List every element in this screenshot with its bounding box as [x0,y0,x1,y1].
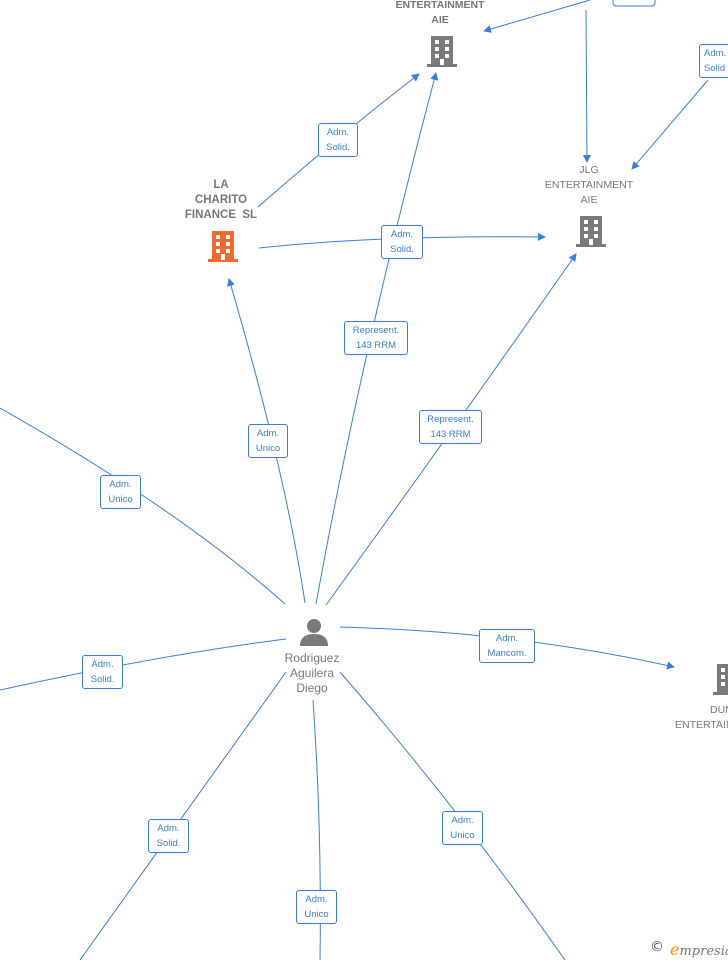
edge-label: Represent.143 RRM [419,410,482,444]
edge-label: Adm.Unico [442,811,483,845]
edge-label: Adm.Solid. [148,819,189,853]
edge-label: Adm.Solid. [82,655,123,689]
building-icon [427,36,457,67]
building-icon [713,664,728,695]
edge-label: Adm.Solid [699,44,728,78]
edge-person-left [0,638,287,691]
edge-label: Adm.Unico [296,890,337,924]
edge-person-left-top [0,407,286,605]
edge-label-partial [612,0,656,7]
company-label-entertainment-top[interactable]: ENTERTAINMENT AIE [395,0,485,26]
person-icon [300,619,328,646]
company-label-jlg[interactable]: JLG ENTERTAINMENT AIE [544,164,634,206]
edge-topright-to-entertainment [483,0,591,33]
edge-topright-to-jlg [631,79,709,170]
edge-label: Adm.Mancom. [479,629,535,663]
company-label-la-charito[interactable]: LA CHARITO FINANCE SL [184,179,258,221]
person-label[interactable]: Rodriguez Aguilera Diego [284,651,340,695]
building-icon [576,216,606,247]
edge-topright-down-jlg [582,9,591,163]
copyright-icon: © [650,939,664,955]
edge-person-bottom-left [79,671,287,960]
building-icon-highlighted [208,231,238,262]
edge-label: Adm.Unico [248,424,288,458]
edge-person-bottom [312,699,321,960]
edge-label: Adm.Solid. [381,225,423,259]
edge-label: Adm.Unico [100,475,141,509]
company-label-dun[interactable]: DUN ENTERTAIN [675,704,728,731]
brand-logo[interactable]: empresia [670,940,728,959]
edge-label: Represent.143 RRM [344,321,408,355]
edge-label: Adm.Solid. [318,123,358,157]
